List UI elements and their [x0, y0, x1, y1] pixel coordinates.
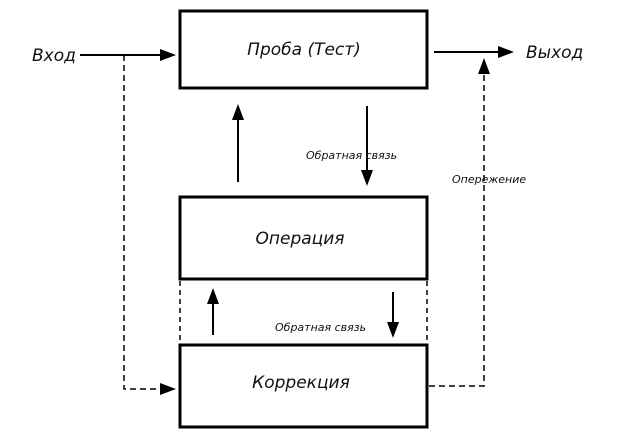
output-arrow [434, 46, 514, 58]
output-label: Выход [526, 43, 583, 63]
operation-to-test-arrow [232, 104, 244, 182]
test-block-title: Проба (Тест) [247, 40, 361, 60]
upper-feedback-arrow [361, 106, 373, 186]
lower-feedback-arrow [387, 292, 399, 338]
input-to-correction-dashed-arrow [123, 55, 176, 395]
operation-block-title: Операция [255, 229, 344, 249]
operation-block [178, 195, 429, 281]
correction-to-operation-arrow [207, 288, 219, 335]
lower-feedback-label: Обратная связь [275, 321, 366, 334]
feedforward-dashed-arrow [429, 58, 490, 387]
correction-block [178, 343, 429, 429]
correction-block-title: Коррекция [252, 373, 350, 393]
input-arrow [80, 49, 176, 61]
input-label: Вход [32, 46, 76, 66]
test-block [178, 9, 429, 90]
upper-feedback-label: Обратная связь [306, 149, 397, 162]
feedforward-label: Опережение [452, 173, 526, 186]
